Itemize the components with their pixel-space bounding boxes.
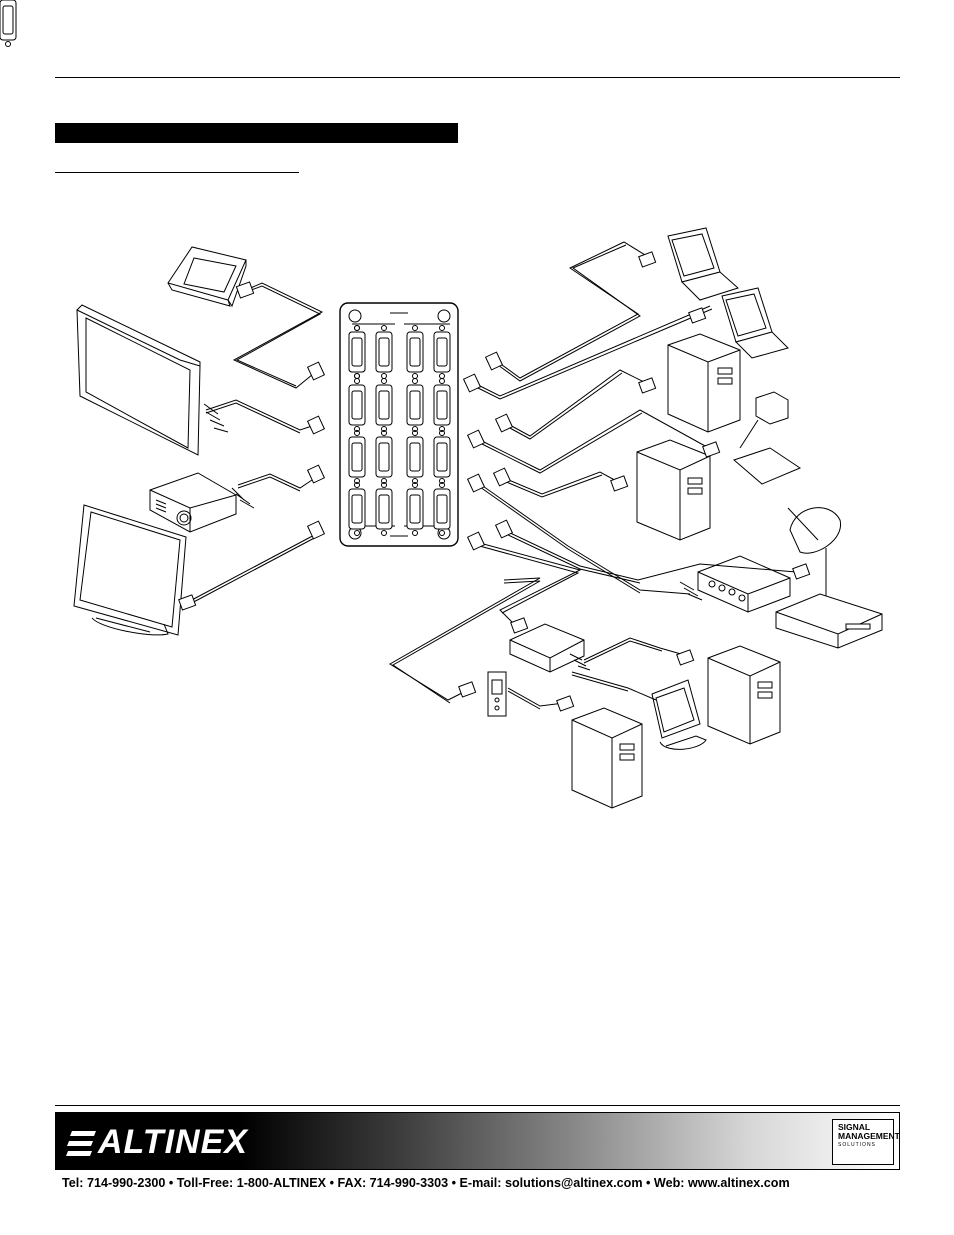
wall-plate — [487, 671, 507, 717]
footer-rule — [55, 1105, 900, 1106]
receiver-box — [775, 593, 883, 649]
left-connectors — [178, 281, 326, 611]
flat-panel-display — [76, 304, 201, 456]
contact-info: Tel: 714-990-2300 • Toll-Free: 1-800-ALT… — [62, 1176, 790, 1190]
subheading-underline — [55, 172, 299, 173]
tower-computer-2 — [636, 439, 711, 541]
tower-computer-3 — [707, 645, 781, 745]
laptop-2 — [721, 287, 789, 359]
section-heading-bar — [55, 123, 458, 143]
tower-computer-1 — [667, 333, 741, 433]
altinex-logo-icon — [66, 1131, 96, 1156]
touch-panel-device — [167, 246, 247, 308]
signal-management-badge — [832, 1119, 894, 1165]
plate-ports — [0, 0, 451, 536]
header-rule — [55, 77, 900, 78]
signal-management-text: SIGNAL MANAGEMENT SOLUTIONS — [838, 1123, 900, 1150]
tower-computer-4 — [571, 707, 643, 809]
document-camera — [733, 391, 802, 485]
projector-device — [149, 472, 237, 533]
crt-monitor — [651, 679, 707, 750]
right-cables — [389, 241, 797, 710]
badge-line-3: SOLUTIONS — [838, 1142, 876, 1148]
left-cables — [187, 282, 324, 606]
satellite-dish — [787, 507, 841, 608]
scaler-box — [697, 555, 791, 613]
lcd-monitor — [73, 504, 187, 636]
interface-plate — [339, 302, 459, 547]
badge-line-1: SIGNAL — [838, 1122, 871, 1132]
altinex-logo-text: ALTINEX — [98, 1123, 248, 1161]
laptop-1 — [667, 227, 739, 301]
footer-banner — [55, 1112, 900, 1170]
badge-line-2: MANAGEMENT — [838, 1131, 900, 1141]
right-connectors — [458, 251, 811, 712]
distribution-amp — [509, 623, 585, 673]
